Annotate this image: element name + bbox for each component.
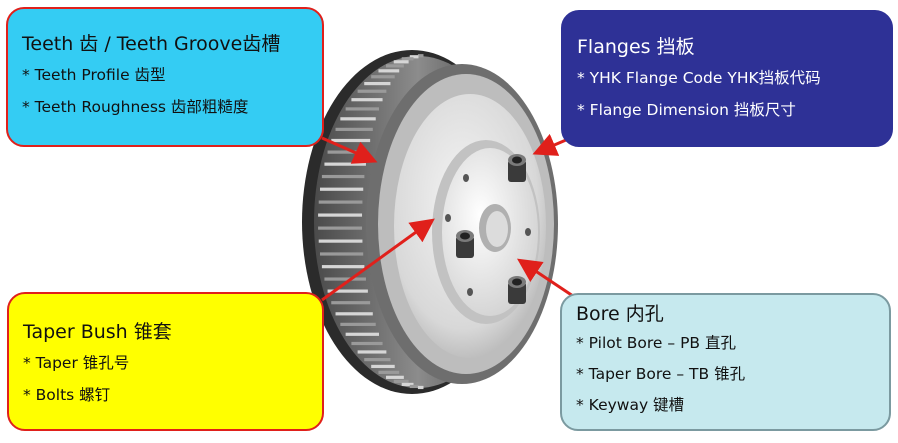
tooth [386, 375, 404, 379]
bore-item-pilot: * Pilot Bore – PB 直孔 [576, 334, 736, 352]
bore-item-keyway: * Keyway 键槽 [576, 396, 685, 414]
bore-item-taper: * Taper Bore – TB 锥孔 [576, 365, 746, 383]
bolt [456, 230, 474, 258]
flanges-item-dimension: * Flange Dimension 挡板尺寸 [577, 101, 796, 119]
taper-bush-title: Taper Bush 锥套 [23, 321, 172, 343]
flanges-title: Flanges 挡板 [577, 36, 695, 58]
tooth [378, 370, 400, 374]
tooth [371, 75, 395, 79]
flanges-item-code: * YHK Flange Code YHK挡板代码 [577, 69, 821, 87]
tooth [335, 127, 373, 131]
taper-item-bolts: * Bolts 螺钉 [23, 386, 111, 404]
small-hole [467, 288, 473, 296]
teeth-item-profile: * Teeth Profile 齿型 [22, 66, 166, 84]
tooth [345, 107, 380, 111]
tooth [351, 341, 383, 346]
arrow-teeth [321, 136, 378, 164]
tooth [327, 289, 368, 293]
tooth [393, 60, 409, 64]
tooth [364, 358, 391, 362]
bore-callout: Bore 内孔 * Pilot Bore – PB 直孔 * Taper Bor… [560, 293, 891, 431]
tooth [409, 55, 419, 59]
small-hole [463, 174, 469, 182]
tooth [318, 200, 363, 204]
bolt [508, 154, 526, 182]
tooth [417, 385, 424, 390]
tooth [327, 150, 368, 154]
tooth [321, 265, 365, 269]
tooth [324, 162, 366, 166]
bolt [508, 276, 526, 304]
tooth [357, 350, 387, 354]
tooth [321, 174, 365, 179]
pulley-teeth [318, 54, 424, 390]
tooth [319, 252, 364, 256]
small-hole [525, 228, 531, 236]
tooth [401, 57, 414, 61]
tooth [340, 322, 376, 326]
tooth [324, 277, 366, 281]
flanges-callout: Flanges 挡板 * YHK Flange Code YHK挡板代码 * F… [561, 10, 893, 147]
tooth [417, 54, 424, 58]
tooth [345, 332, 380, 336]
tooth [331, 301, 371, 305]
tooth [319, 187, 364, 191]
bore-title: Bore 内孔 [576, 303, 664, 325]
teeth-title: Teeth 齿 / Teeth Groove齿槽 [22, 33, 281, 55]
tooth [351, 98, 383, 102]
tooth [401, 382, 414, 387]
tooth [318, 226, 363, 230]
arrow-taper-bush [321, 218, 435, 302]
tooth [378, 69, 400, 73]
taper-item-taper: * Taper 锥孔号 [23, 354, 130, 372]
tooth [409, 384, 419, 389]
tooth [357, 89, 387, 93]
tooth [386, 64, 404, 68]
tooth [371, 364, 395, 369]
teeth-item-roughness: * Teeth Roughness 齿部粗糙度 [22, 98, 249, 116]
teeth-callout: Teeth 齿 / Teeth Groove齿槽 * Teeth Profile… [6, 7, 324, 147]
tooth [318, 213, 363, 217]
tooth [331, 138, 371, 143]
tooth [393, 379, 409, 383]
taper-bush-callout: Taper Bush 锥套 * Taper 锥孔号 * Bolts 螺钉 [7, 292, 324, 431]
bolts [456, 154, 526, 304]
tooth [364, 81, 391, 86]
tooth [335, 312, 373, 316]
small-hole [445, 214, 451, 222]
tooth [340, 117, 376, 121]
arrow-flanges [532, 133, 567, 156]
tooth [318, 239, 363, 243]
